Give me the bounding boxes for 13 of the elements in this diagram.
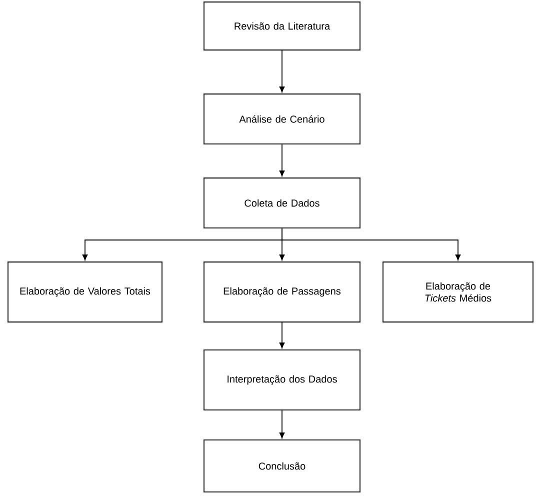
process-box: Elaboração de Passagens [204,262,360,322]
arrow [282,228,461,260]
process-box: Interpretação dos Dados [204,350,360,410]
arrow [279,50,285,92]
arrow [279,410,285,438]
process-box: Elaboração de Tickets Médios [382,262,534,322]
process-box: Revisão da Literatura [204,2,360,50]
process-box: Elaboração de Valores Totais [8,262,162,322]
process-box: Coleta de Dados [204,178,360,228]
process-box: Conclusão [204,440,360,492]
arrow [279,322,285,348]
arrow [279,144,285,176]
process-box: Análise de Cenário [204,94,360,144]
